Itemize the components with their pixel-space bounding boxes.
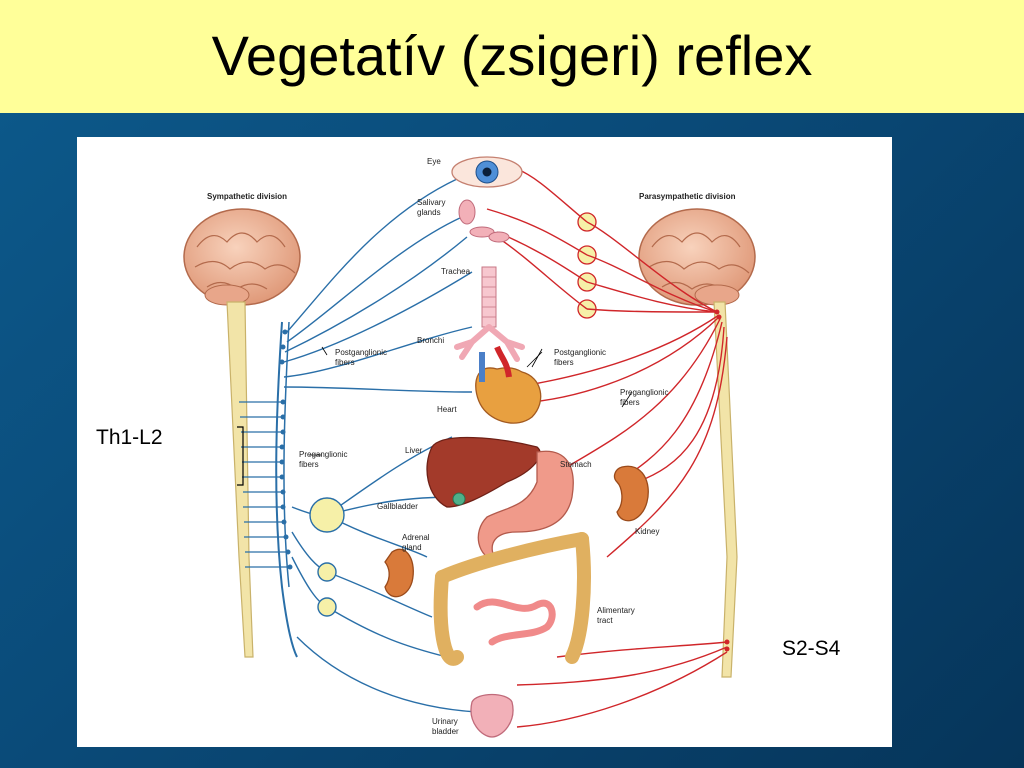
label-parasympathetic: Parasympathetic division bbox=[639, 192, 736, 201]
th-range-label: Th1-L2 bbox=[96, 426, 163, 449]
label-preganglionic-right-2: fibers bbox=[620, 398, 640, 407]
label-trachea: Trachea bbox=[441, 267, 471, 276]
bronchi-organ bbox=[454, 324, 525, 362]
right-spinal-cord bbox=[713, 301, 738, 678]
label-adrenal-1: Adrenal bbox=[402, 533, 430, 542]
salivary-glands-organ bbox=[458, 199, 510, 243]
label-adrenal-2: gland bbox=[402, 543, 422, 552]
alimentary-tract-organ bbox=[433, 532, 591, 666]
label-stomach: Stomach bbox=[560, 460, 592, 469]
urinary-bladder-organ bbox=[470, 693, 514, 738]
diagram-panel: Sympathetic division Parasympathetic div… bbox=[77, 137, 892, 747]
right-brain bbox=[638, 208, 756, 306]
label-gallbladder: Gallbladder bbox=[377, 502, 418, 511]
label-eye: Eye bbox=[427, 157, 441, 166]
title-bar bbox=[0, 0, 1024, 113]
label-preganglionic-left-1: Preganglionic bbox=[299, 450, 347, 459]
label-alimentary-2: tract bbox=[597, 616, 613, 625]
label-urinary-1: Urinary bbox=[432, 717, 458, 726]
left-brain bbox=[183, 208, 301, 306]
cranial-ganglia bbox=[577, 212, 597, 319]
label-heart: Heart bbox=[437, 405, 457, 414]
label-sympathetic: Sympathetic division bbox=[207, 192, 287, 201]
th-range-bracket bbox=[237, 426, 244, 486]
label-postganglionic-left-2: fibers bbox=[335, 358, 355, 367]
kidney-organ bbox=[613, 465, 649, 522]
gallbladder-organ bbox=[452, 492, 466, 506]
label-salivary-2: glands bbox=[417, 208, 441, 217]
label-bronchi: Bronchi bbox=[417, 336, 444, 345]
sympathetic-chain bbox=[275, 321, 298, 658]
label-preganglionic-right-1: Preganglionic bbox=[620, 388, 668, 397]
liver-organ bbox=[426, 436, 541, 508]
label-preganglionic-left-2: fibers bbox=[299, 460, 319, 469]
parasympathetic-fibers bbox=[486, 168, 728, 728]
heart-organ bbox=[475, 345, 542, 424]
left-spinal-cord bbox=[226, 301, 254, 658]
s-range-label: S2-S4 bbox=[782, 637, 841, 660]
adrenal-kidney-organ bbox=[384, 548, 414, 598]
slide-title: Vegetatív (zsigeri) reflex bbox=[211, 24, 813, 87]
label-kidney: Kidney bbox=[635, 527, 659, 536]
small-intestine-organ bbox=[473, 598, 556, 646]
sympathetic-preganglionic-fibers bbox=[239, 401, 289, 568]
label-postganglionic-right-1: Postganglionic bbox=[554, 348, 606, 357]
label-urinary-2: bladder bbox=[432, 727, 459, 736]
label-postganglionic-left-1: Postganglionic bbox=[335, 348, 387, 357]
collateral-ganglia bbox=[309, 497, 345, 617]
trachea-organ bbox=[481, 266, 497, 328]
eye-organ bbox=[451, 156, 523, 188]
label-liver: Liver bbox=[405, 446, 423, 455]
autonomic-diagram: Sympathetic division Parasympathetic div… bbox=[183, 156, 756, 738]
label-postganglionic-right-2: fibers bbox=[554, 358, 574, 367]
label-alimentary-1: Alimentary bbox=[597, 606, 635, 615]
stomach-organ bbox=[477, 450, 574, 564]
label-salivary-1: Salivary bbox=[417, 198, 445, 207]
